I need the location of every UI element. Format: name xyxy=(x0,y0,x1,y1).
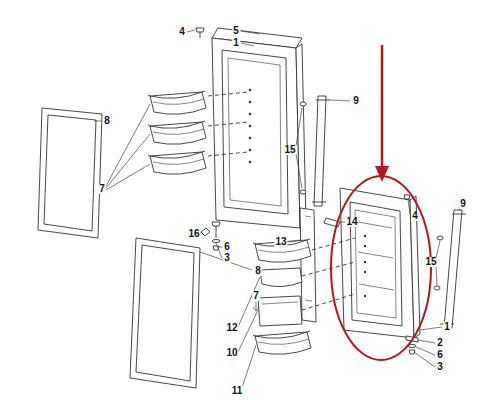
callout-number: 12 xyxy=(225,323,238,333)
callout-number: 8 xyxy=(103,116,111,126)
callout-number: 6 xyxy=(223,242,231,252)
callout-number: 2 xyxy=(436,338,444,348)
leader-lines xyxy=(94,30,460,388)
callout-number: 6 xyxy=(436,350,444,360)
callout-number: 15 xyxy=(424,257,437,267)
callout-number: 10 xyxy=(225,348,238,358)
callout-number: 13 xyxy=(274,237,287,247)
callout-number: 3 xyxy=(223,253,231,263)
callout-number: 7 xyxy=(252,291,260,301)
callout-number: 11 xyxy=(231,386,244,396)
callout-number: 7 xyxy=(98,184,106,194)
upper-door xyxy=(38,28,330,250)
callout-number: 9 xyxy=(459,199,467,209)
callout-number: 16 xyxy=(187,229,200,239)
callout-number: 1 xyxy=(232,38,240,48)
callout-number: 4 xyxy=(411,211,419,221)
callout-number: 3 xyxy=(436,362,444,372)
highlight xyxy=(331,45,431,360)
callout-number: 5 xyxy=(232,26,240,36)
callout-number: 4 xyxy=(178,27,186,37)
callout-number: 8 xyxy=(254,266,262,276)
callout-number: 9 xyxy=(352,96,360,106)
callout-number: 15 xyxy=(283,145,296,155)
lower-door xyxy=(130,188,466,388)
callout-number: 1 xyxy=(443,322,451,332)
callout-number: 14 xyxy=(345,217,358,227)
